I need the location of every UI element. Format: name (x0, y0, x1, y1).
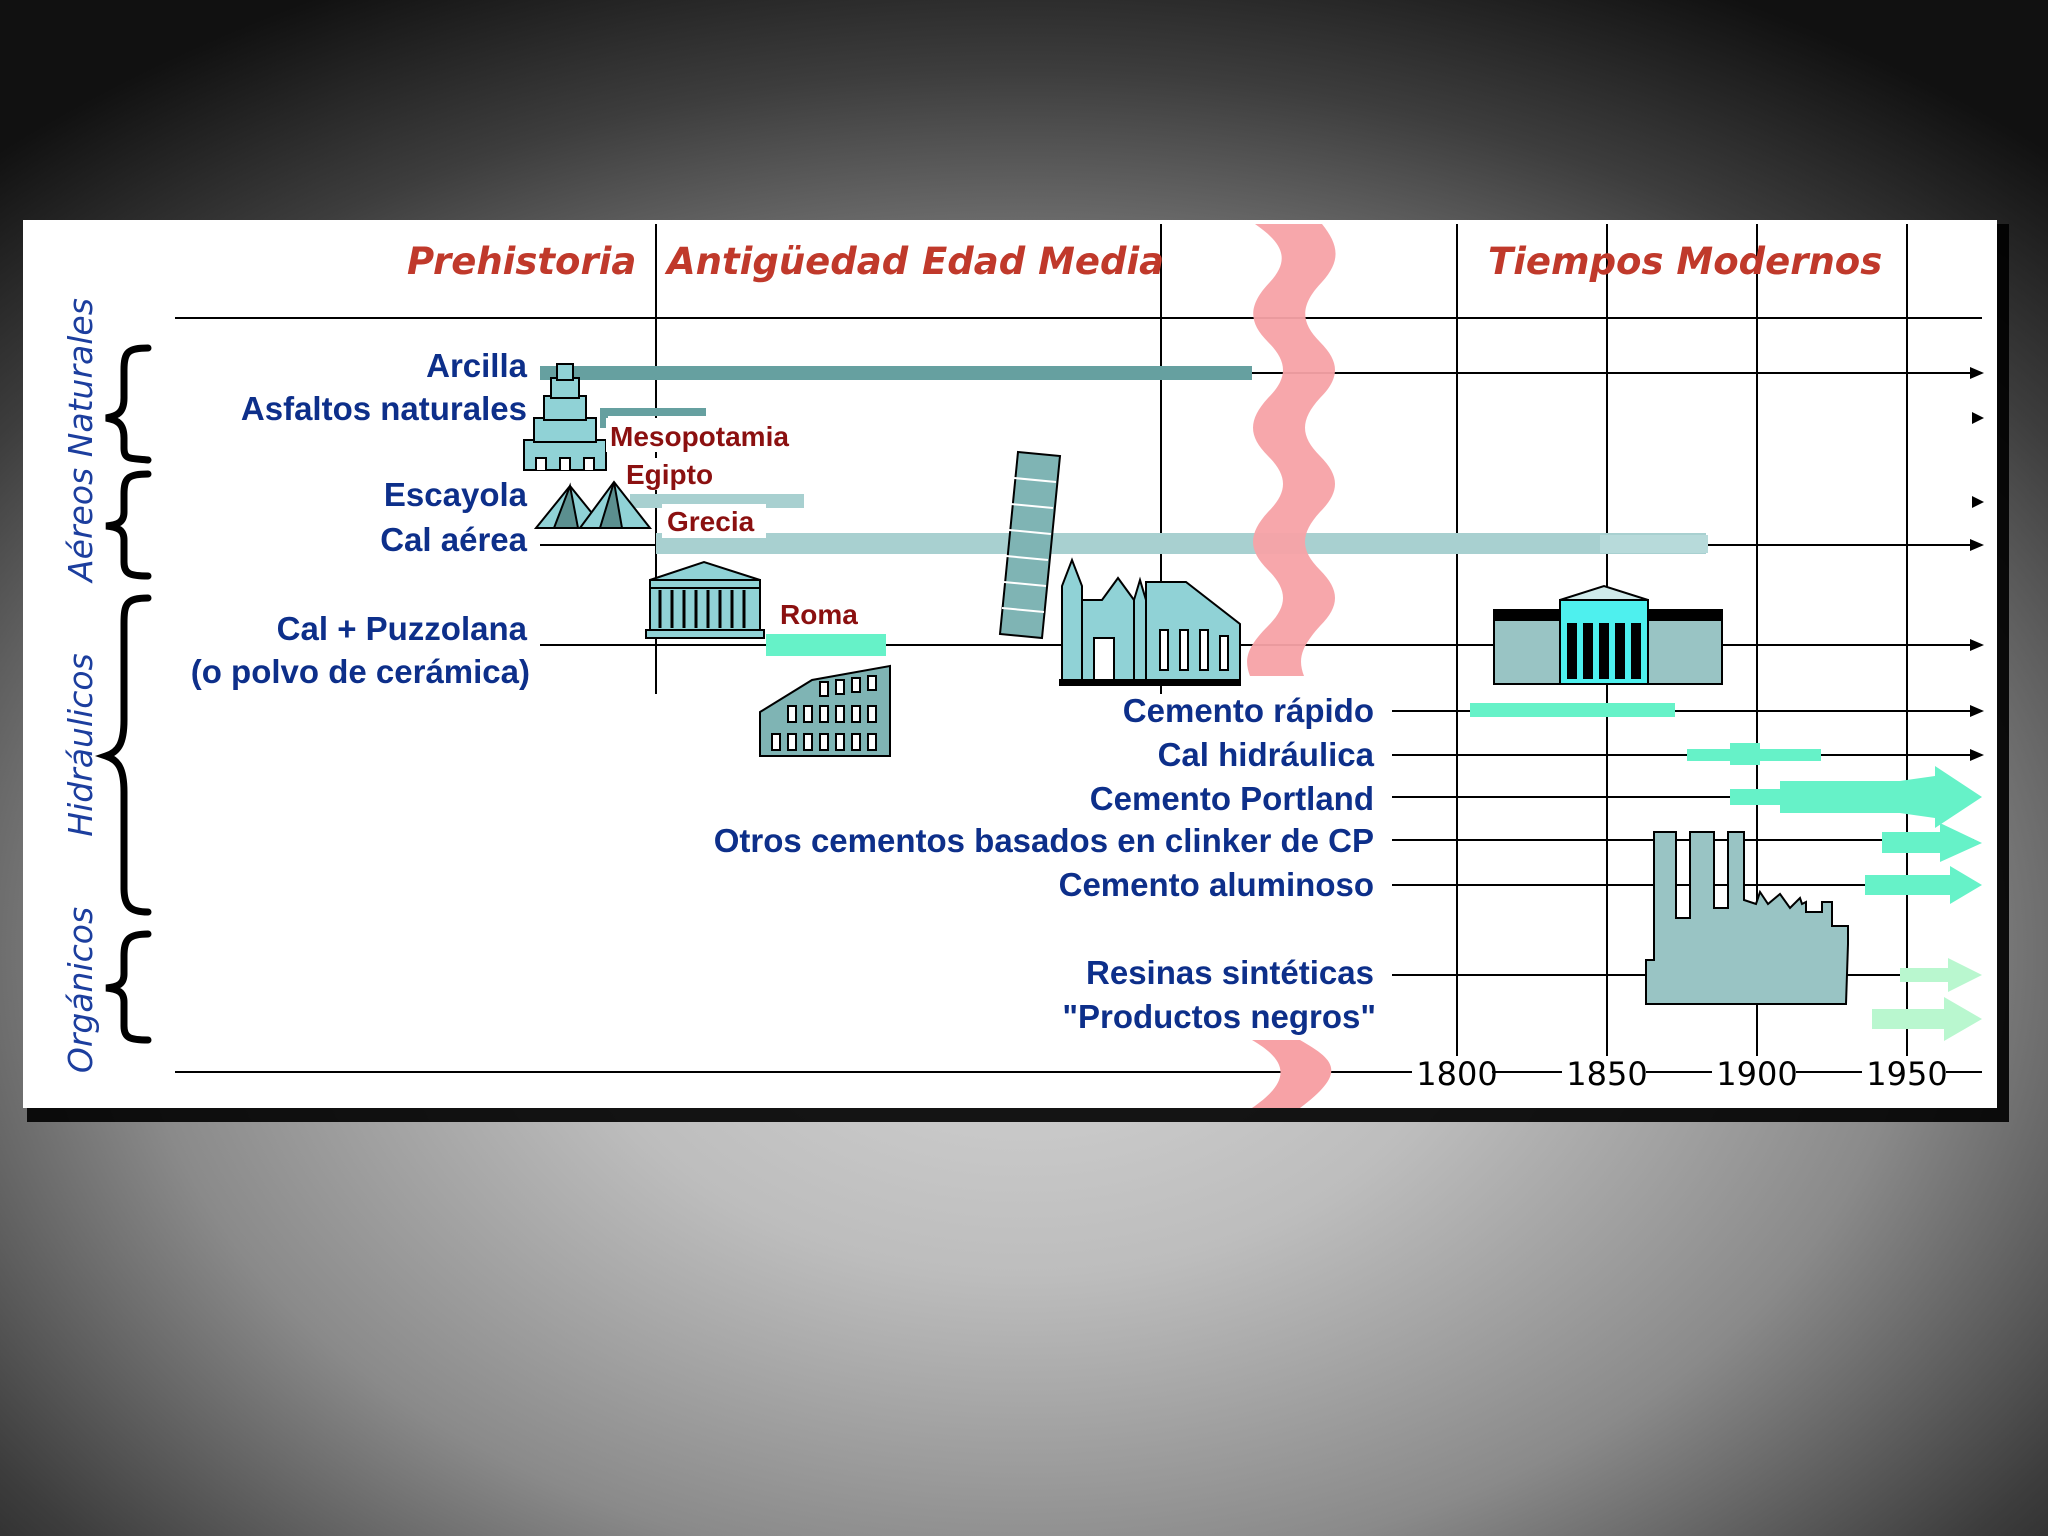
bar-cal-hidraulica-peak (1730, 743, 1760, 765)
city-skyline-icon (1645, 831, 1849, 1005)
era-antiguedad: Antigüedad (664, 240, 909, 283)
row-arrowheads (1970, 367, 1984, 761)
civ-mesopotamia: Mesopotamia (610, 421, 789, 452)
label-cemento-aluminoso: Cemento aluminoso (1059, 866, 1374, 903)
bar-asfaltos (600, 408, 706, 416)
label-resinas-sinteticas: Resinas sintéticas (1086, 954, 1374, 991)
arrow-productos-negros (1872, 997, 1982, 1041)
era-tiempos-modernos: Tiempos Modernos (1488, 240, 1882, 283)
arrow-otros-cementos (1882, 823, 1982, 862)
arrow-resinas (1900, 958, 1982, 992)
pyramids-icon (533, 480, 653, 529)
bar-cal-aerea-end (1600, 535, 1708, 553)
civ-roma: Roma (780, 599, 858, 630)
time-break-wave (1247, 224, 1336, 676)
civ-label-bg (622, 458, 718, 490)
year-label-bg (1862, 1056, 1946, 1090)
year-label-bg (1412, 1056, 1492, 1090)
year-label-bg (1562, 1056, 1646, 1090)
arrowhead-icon (1970, 705, 1984, 717)
arrowhead-icon (1970, 749, 1984, 761)
bar-asfaltos-tick (600, 416, 608, 428)
brace-icon (94, 594, 152, 916)
cathedral-icon (1059, 557, 1241, 686)
arrow-cemento-portland (1730, 766, 1982, 828)
label-cemento-rapido: Cemento rápido (1123, 692, 1374, 729)
label-otros-cementos: Otros cementos basados en clinker de CP (714, 822, 1374, 859)
bar-arcilla (540, 366, 1252, 380)
colosseum-icon (759, 664, 891, 757)
label-cal-puzzolana: Cal + Puzzolana (277, 610, 528, 647)
arrowhead-icon (1970, 367, 1984, 379)
bar-cemento-rapido (1470, 703, 1675, 717)
leaning-tower-icon (998, 450, 1062, 640)
group-organicos: Orgánicos (61, 907, 100, 1073)
label-cal-aerea: Cal aérea (380, 521, 527, 558)
label-escayola: Escayola (384, 476, 528, 513)
era-prehistoria: Prehistoria (407, 240, 636, 283)
brace-icon (105, 344, 152, 464)
year-1800: 1800 (1416, 1055, 1497, 1093)
era-edad-media: Edad Media (922, 240, 1164, 283)
year-1900: 1900 (1716, 1055, 1797, 1093)
label-polvo-ceramica: (o polvo de cerámica) (191, 653, 530, 690)
label-arcilla: Arcilla (426, 347, 528, 384)
bar-cal-aerea (656, 533, 1706, 554)
greek-temple-icon (645, 560, 765, 639)
civ-grecia: Grecia (667, 506, 755, 537)
label-productos-negros: "Productos negros" (1062, 998, 1376, 1035)
year-label-bg (1712, 1056, 1796, 1090)
brace-icon (105, 930, 152, 1044)
civ-label-bg (606, 418, 804, 452)
time-break-wave-axis (1252, 1040, 1332, 1108)
neoclassical-building-icon (1493, 584, 1723, 685)
civ-label-bg (662, 504, 766, 538)
arrowhead-icon (1970, 639, 1984, 651)
arrowhead-icon (1970, 539, 1984, 551)
bar-cal-puzzolana (766, 634, 886, 656)
civ-egipto: Egipto (626, 459, 713, 490)
arrowhead-icon (1972, 496, 1984, 508)
year-1850: 1850 (1566, 1055, 1647, 1093)
label-cal-hidraulica: Cal hidráulica (1158, 736, 1375, 773)
arrow-cemento-aluminoso (1865, 866, 1982, 904)
arrowhead-icon (1972, 412, 1984, 424)
label-asfaltos-naturales: Asfaltos naturales (241, 390, 527, 427)
year-1950: 1950 (1866, 1055, 1947, 1093)
brace-icon (105, 470, 152, 580)
group-aereos-naturales: Aéreos Naturales (61, 298, 100, 584)
group-braces (94, 344, 152, 1044)
group-hidraulicos: Hidráulicos (61, 653, 100, 837)
label-cemento-portland: Cemento Portland (1090, 780, 1374, 817)
ziggurat-icon (523, 363, 607, 471)
